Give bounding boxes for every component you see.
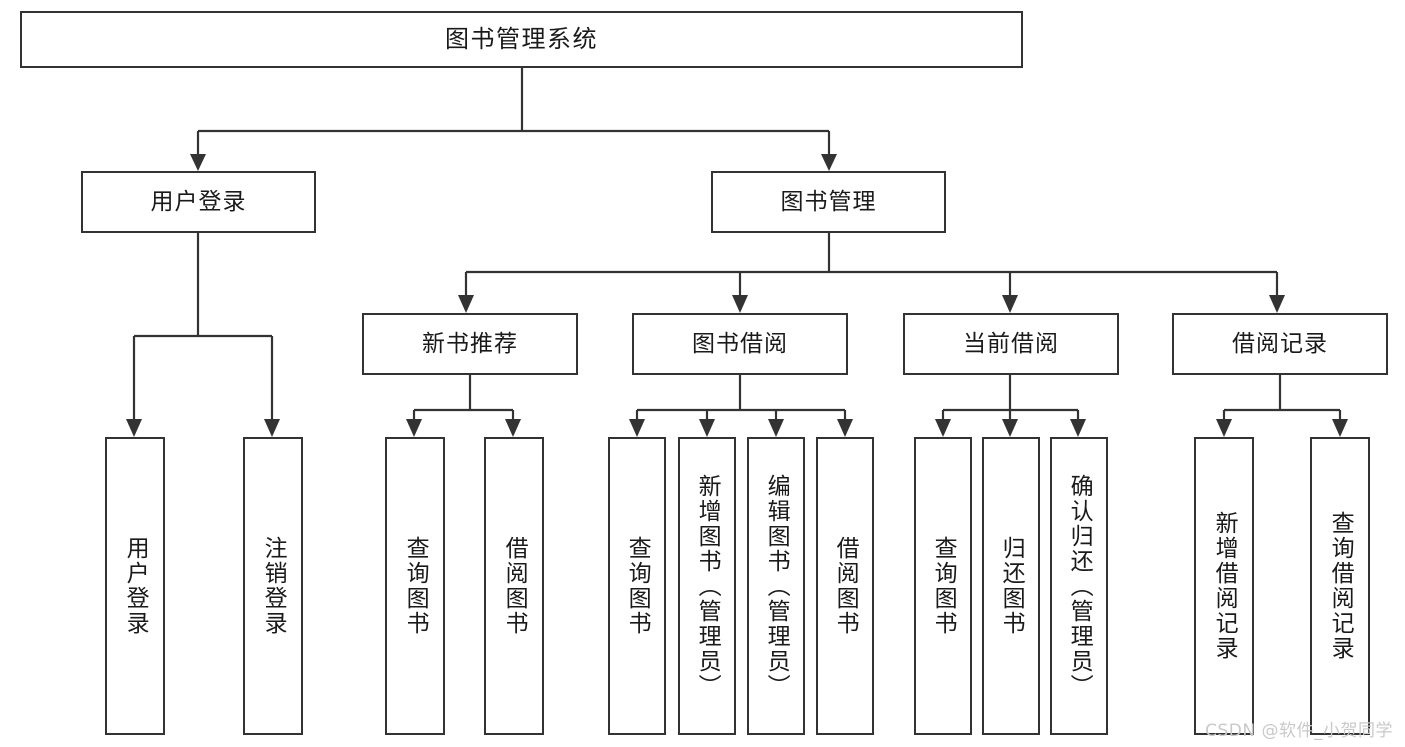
arrow-leaf-edit-book — [768, 419, 784, 437]
arrow-bookmanage — [821, 154, 837, 171]
node-leaf-edit-book[interactable]: 编辑图书（管理员） — [747, 437, 805, 735]
node-label: 新增借阅记录 — [1211, 511, 1238, 661]
arrow-borrow-record — [1269, 295, 1285, 313]
node-leaf-borrow-book-1[interactable]: 借阅图书 — [484, 437, 544, 735]
node-leaf-query-book-2[interactable]: 查询图书 — [608, 437, 666, 735]
node-leaf-return-book[interactable]: 归还图书 — [982, 437, 1040, 735]
arrow-leaf-query-book-1 — [406, 419, 422, 437]
node-borrow-record[interactable]: 借阅记录 — [1172, 313, 1388, 375]
node-leaf-user-logout[interactable]: 注销登录 — [243, 437, 303, 735]
arrow-current-borrow — [1002, 295, 1018, 313]
arrow-userlogin — [190, 154, 206, 171]
node-root-system[interactable]: 图书管理系统 — [20, 11, 1023, 68]
arrow-leaf-add-record — [1216, 419, 1232, 437]
arrow-leaf-confirm-return — [1070, 419, 1086, 437]
node-leaf-borrow-book-2[interactable]: 借阅图书 — [816, 437, 874, 735]
node-label: 图书借阅 — [692, 330, 788, 357]
node-user-login[interactable]: 用户登录 — [81, 171, 316, 233]
node-label: 图书管理系统 — [445, 24, 598, 53]
node-label: 编辑图书（管理员） — [763, 473, 790, 699]
arrow-leaf-query-book-3 — [935, 419, 951, 437]
arrow-leaf-user-logout — [264, 419, 280, 437]
arrow-book-borrow — [732, 295, 748, 313]
node-new-book-rec[interactable]: 新书推荐 — [362, 313, 578, 375]
node-current-borrow[interactable]: 当前借阅 — [903, 313, 1119, 375]
arrow-leaf-user-login — [126, 419, 142, 437]
node-leaf-add-book[interactable]: 新增图书（管理员） — [678, 437, 736, 735]
node-label: 归还图书 — [998, 536, 1025, 636]
node-label: 注销登录 — [260, 536, 287, 636]
arrow-leaf-return-book — [1002, 419, 1018, 437]
node-leaf-query-book-1[interactable]: 查询图书 — [385, 437, 445, 735]
node-label: 借阅图书 — [832, 536, 859, 636]
node-label: 新书推荐 — [422, 330, 518, 357]
arrow-leaf-borrow-book-2 — [837, 419, 853, 437]
node-leaf-add-record[interactable]: 新增借阅记录 — [1194, 437, 1254, 735]
node-label: 图书管理 — [780, 188, 877, 215]
node-label: 查询图书 — [402, 536, 429, 636]
arrow-leaf-query-record — [1332, 419, 1348, 437]
arrow-new-book-rec — [458, 295, 474, 313]
node-label: 用户登录 — [150, 188, 247, 215]
csdn-watermark: CSDN @软件_小贺同学 — [1205, 721, 1393, 741]
node-label: 确认归还（管理员） — [1066, 473, 1093, 699]
node-book-manage[interactable]: 图书管理 — [711, 171, 946, 233]
node-label: 用户登录 — [122, 536, 149, 636]
node-label: 新增图书（管理员） — [694, 473, 721, 699]
node-label: 查询图书 — [930, 536, 957, 636]
arrow-leaf-query-book-2 — [629, 419, 645, 437]
node-leaf-confirm-return[interactable]: 确认归还（管理员） — [1050, 437, 1108, 735]
node-label: 当前借阅 — [963, 330, 1059, 357]
node-label: 借阅记录 — [1232, 330, 1328, 357]
node-leaf-user-login[interactable]: 用户登录 — [105, 437, 165, 735]
node-leaf-query-record[interactable]: 查询借阅记录 — [1310, 437, 1370, 735]
node-book-borrow[interactable]: 图书借阅 — [632, 313, 848, 375]
node-label: 借阅图书 — [501, 536, 528, 636]
node-leaf-query-book-3[interactable]: 查询图书 — [914, 437, 972, 735]
arrow-leaf-borrow-book-1 — [505, 419, 521, 437]
node-label: 查询图书 — [624, 536, 651, 636]
arrow-leaf-add-book — [699, 419, 715, 437]
node-label: 查询借阅记录 — [1327, 511, 1354, 661]
